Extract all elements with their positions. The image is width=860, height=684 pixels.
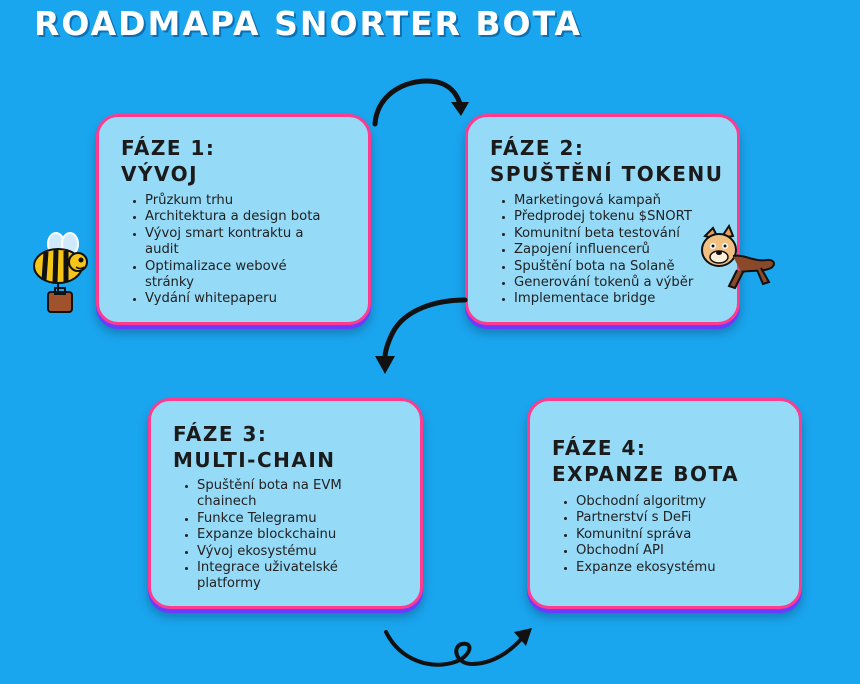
phase-card-4: FÁZE 4: EXPANZE BOTA Obchodní algoritmy … (527, 398, 802, 609)
phase-1-list: Průzkum trhu Architektura a design bota … (119, 193, 320, 308)
phase-3-heading-line2: MULTI-CHAIN (173, 448, 336, 472)
phase-4-heading-line2: EXPANZE BOTA (552, 462, 740, 486)
bee-icon (33, 232, 88, 313)
phase-4-item: Partnerství s DeFi (564, 510, 716, 526)
phase-2-item: Předprodej tokenu $SNORT (501, 209, 692, 225)
phase-4-item: Expanze ekosystému (564, 559, 716, 575)
phase-3-item: Funkce Telegramu (185, 511, 342, 527)
phase-1-item-cont: audit (145, 242, 179, 258)
page-title: ROADMAPA SNORTER BOTA (34, 4, 583, 43)
phase-3-item-cont: chainech (197, 494, 257, 510)
phase-card-3: FÁZE 3: MULTI-CHAIN Spuštění bota na EVM… (148, 398, 423, 609)
phase-1-item-cont: stránky (145, 275, 194, 291)
phase-1-heading-line2: VÝVOJ (121, 162, 199, 186)
phase-3-item: Expanze blockchainu (185, 527, 342, 543)
phase-3-item: Integrace uživatelské (185, 560, 342, 576)
phase-3-list: Spuštění bota na EVM chainech Funkce Tel… (171, 478, 342, 593)
phase-2-list: Marketingová kampaň Předprodej tokenu $S… (488, 193, 693, 308)
phase-card-2: FÁZE 2: SPUŠTĚNÍ TOKENU Marketingová kam… (465, 114, 740, 325)
curved-arrow-icon (375, 297, 468, 374)
phase-2-heading-line1: FÁZE 2: (490, 136, 585, 160)
phase-1-item: Architektura a design bota (132, 209, 321, 225)
phase-4-item: Obchodní API (564, 543, 716, 559)
phase-1-item: Průzkum trhu (132, 193, 320, 209)
phase-2-item: Komunitní beta testování (501, 226, 693, 242)
phase-4-item: Komunitní správa (564, 527, 716, 543)
phase-4-item: Obchodní algoritmy (564, 494, 716, 510)
phase-2-item: Spuštění bota na Solaně (501, 259, 693, 275)
phase-2-item: Generování tokenů a výběr (501, 275, 694, 291)
phase-card-1: FÁZE 1: VÝVOJ Průzkum trhu Architektura … (96, 114, 371, 325)
curved-arrow-icon (372, 78, 469, 127)
phase-3-item: Spuštění bota na EVM (185, 478, 342, 493)
phase-1-heading-line1: FÁZE 1: (121, 136, 216, 160)
phase-2-item: Implementace bridge (501, 291, 693, 307)
phase-2-item: Marketingová kampaň (501, 193, 693, 209)
phase-4-heading-line1: FÁZE 4: (552, 436, 647, 460)
phase-4-list: Obchodní algoritmy Partnerství s DeFi Ko… (550, 494, 716, 576)
loop-arrow-icon (384, 628, 532, 667)
phase-1-item: Optimalizace webové (132, 259, 320, 275)
phase-3-item: Vývoj ekosystému (185, 544, 342, 560)
phase-3-heading-line1: FÁZE 3: (173, 422, 268, 446)
phase-1-item: Vydání whitepaperu (132, 291, 320, 307)
phase-3-item-cont: platformy (197, 576, 261, 592)
phase-1-item: Vývoj smart kontraktu a (132, 226, 320, 242)
phase-2-heading-line2: SPUŠTĚNÍ TOKENU (490, 162, 724, 186)
phase-2-item: Zapojení influencerů (501, 242, 693, 258)
dog-icon (701, 223, 775, 290)
